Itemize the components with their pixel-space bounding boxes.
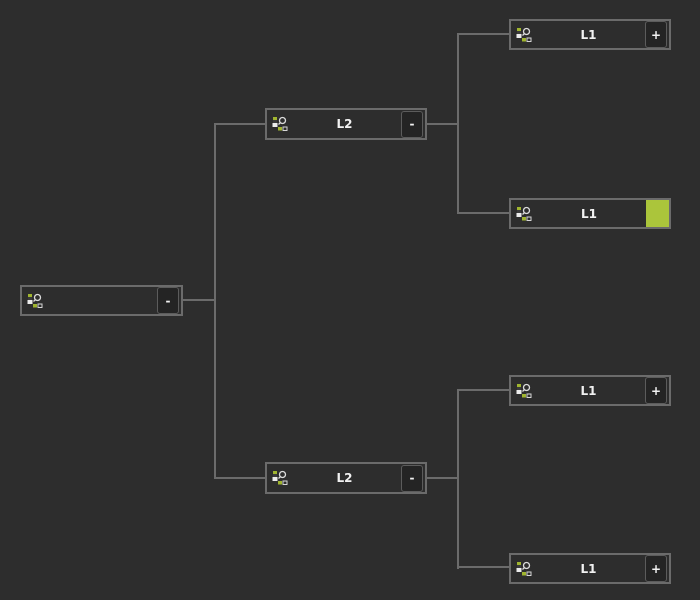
node-label: L1 bbox=[580, 27, 597, 42]
connector-line bbox=[427, 123, 459, 125]
node-label: L1 bbox=[581, 206, 597, 221]
expand-button[interactable]: + bbox=[645, 555, 667, 582]
connector-line bbox=[457, 33, 459, 214]
connector-line bbox=[427, 477, 459, 479]
tree-node-l2-top[interactable]: L2 - bbox=[265, 108, 427, 140]
component-search-icon bbox=[272, 116, 288, 131]
connector-line bbox=[214, 123, 265, 125]
expand-button[interactable]: + bbox=[645, 21, 667, 48]
component-search-icon bbox=[516, 561, 532, 576]
tree-node-l1-4[interactable]: L1 + bbox=[509, 553, 671, 584]
component-search-icon bbox=[516, 27, 532, 42]
component-search-icon bbox=[272, 470, 288, 485]
connector-line bbox=[457, 212, 509, 214]
tree-node-root[interactable]: - bbox=[20, 285, 183, 316]
tree-node-l1-2-highlighted[interactable]: L1 bbox=[509, 198, 671, 229]
highlighted-expand-button[interactable] bbox=[646, 200, 669, 227]
component-search-icon bbox=[516, 383, 532, 398]
component-search-icon bbox=[27, 293, 43, 308]
node-label: L2 bbox=[336, 117, 353, 131]
connector-line bbox=[183, 299, 215, 301]
collapse-button[interactable]: - bbox=[157, 287, 179, 314]
collapse-button[interactable]: - bbox=[401, 110, 423, 138]
node-label: L2 bbox=[336, 471, 353, 485]
connector-line bbox=[457, 389, 459, 569]
collapse-button[interactable]: - bbox=[401, 464, 423, 492]
connector-line bbox=[457, 566, 509, 568]
tree-node-l2-bottom[interactable]: L2 - bbox=[265, 462, 427, 494]
node-label: L1 bbox=[580, 561, 597, 576]
connector-line bbox=[457, 33, 509, 35]
node-label: L1 bbox=[580, 383, 597, 398]
connector-line bbox=[214, 477, 265, 479]
connector-line bbox=[214, 123, 216, 479]
tree-node-l1-3[interactable]: L1 + bbox=[509, 375, 671, 406]
connector-line bbox=[457, 389, 509, 391]
tree-node-l1-1[interactable]: L1 + bbox=[509, 19, 671, 50]
component-search-icon bbox=[516, 206, 532, 221]
expand-button[interactable]: + bbox=[645, 377, 667, 404]
